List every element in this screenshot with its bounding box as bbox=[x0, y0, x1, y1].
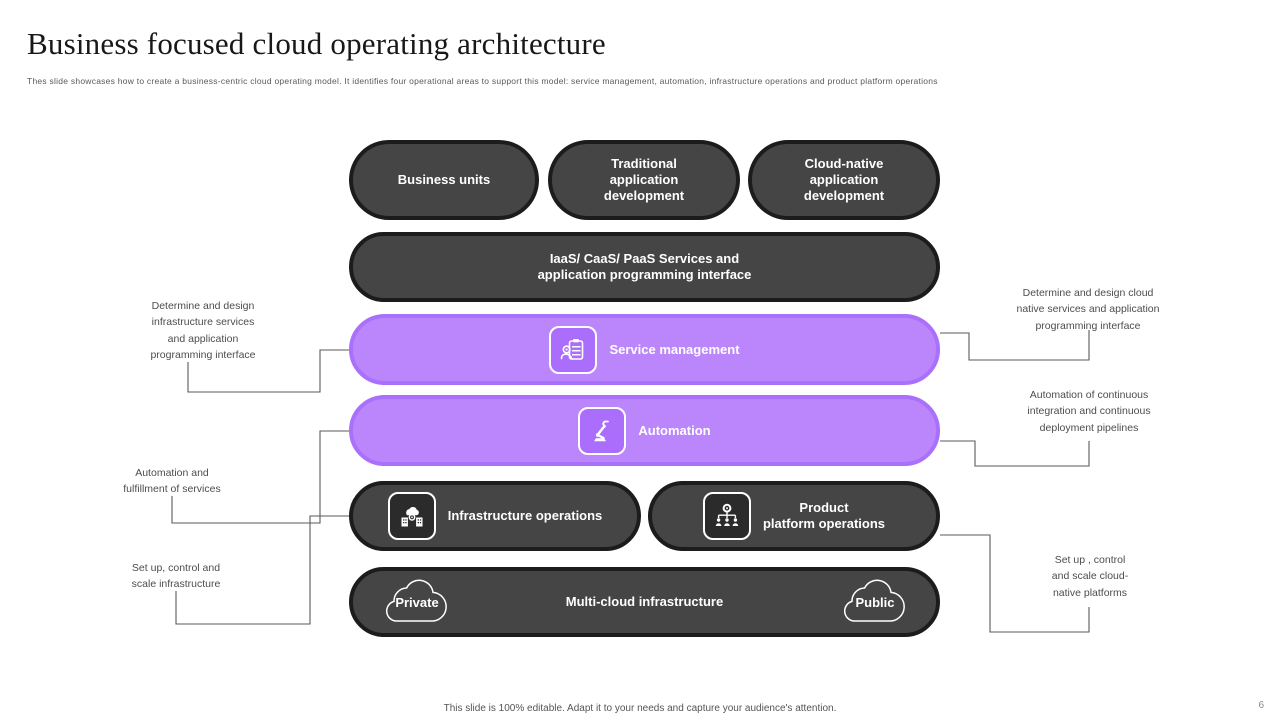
box-infrastructure-operations-label: Infrastructure operations bbox=[447, 508, 603, 524]
box-iaas-caas-paas-services[interactable]: IaaS/ CaaS/ PaaS Services and applicatio… bbox=[349, 232, 940, 302]
box-service-management-label: Service management bbox=[609, 341, 740, 357]
box-automation[interactable]: Automation bbox=[349, 395, 940, 466]
page-number: 6 bbox=[1258, 700, 1264, 711]
box-product-platform-operations[interactable]: Product platform operations bbox=[648, 481, 940, 551]
page-subtitle: Thes slide showcases how to create a bus… bbox=[27, 76, 938, 86]
corner-stripes-decoration bbox=[1170, 0, 1280, 90]
box-business-units-label: Business units bbox=[397, 172, 491, 188]
box-traditional-application-development[interactable]: Traditional application development bbox=[548, 140, 740, 220]
annotation-right-setup-control-scale-cloud-native: Set up , control and scale cloud- native… bbox=[1051, 554, 1129, 599]
robotic-arm-icon bbox=[578, 406, 627, 455]
private-cloud-badge[interactable]: Private bbox=[380, 577, 454, 627]
box-automation-label: Automation bbox=[638, 422, 711, 438]
box-business-units[interactable]: Business units bbox=[349, 140, 539, 220]
connector-right-2 bbox=[940, 440, 1090, 467]
private-cloud-label: Private bbox=[395, 594, 439, 610]
box-cloud-native-application-development-label: Cloud-native application development bbox=[803, 156, 885, 203]
box-product-platform-operations-label: Product platform operations bbox=[762, 500, 886, 531]
annotation-left-determine-design-infrastructure: Determine and design infrastructure serv… bbox=[150, 300, 256, 361]
footer-editable-note: This slide is 100% editable. Adapt it to… bbox=[443, 703, 837, 714]
box-multi-cloud-infrastructure[interactable]: Multi-cloud infrastructure bbox=[349, 567, 940, 637]
annotation-left-automation-fulfillment: Automation and fulfillment of services bbox=[123, 467, 221, 496]
gear-hierarchy-icon bbox=[702, 492, 751, 540]
box-multi-cloud-infrastructure-label: Multi-cloud infrastructure bbox=[565, 594, 724, 610]
cloud-icon bbox=[385, 579, 447, 622]
box-cloud-native-application-development[interactable]: Cloud-native application development bbox=[748, 140, 940, 220]
public-cloud-label: Public bbox=[855, 594, 895, 610]
cloud-buildings-gear-icon bbox=[387, 492, 436, 540]
box-service-management[interactable]: Service management bbox=[349, 314, 940, 385]
box-iaas-caas-paas-services-label: IaaS/ CaaS/ PaaS Services and applicatio… bbox=[537, 251, 752, 282]
annotation-right-determine-design-cloud-native: Determine and design cloud native servic… bbox=[1016, 287, 1160, 332]
connector-right-1 bbox=[940, 330, 1090, 361]
box-infrastructure-operations[interactable]: Infrastructure operations bbox=[349, 481, 641, 551]
public-cloud-badge[interactable]: Public bbox=[838, 577, 912, 627]
annotation-right-automation-ci-cd: Automation of continuous integration and… bbox=[1027, 389, 1151, 434]
cloud-icon bbox=[843, 579, 905, 622]
clipboard-gear-hand-icon bbox=[549, 325, 598, 374]
annotation-left-setup-control-scale-infrastructure: Set up, control and scale infrastructure bbox=[131, 562, 221, 591]
page-title: Business focused cloud operating archite… bbox=[27, 26, 606, 61]
box-traditional-application-development-label: Traditional application development bbox=[603, 156, 685, 203]
